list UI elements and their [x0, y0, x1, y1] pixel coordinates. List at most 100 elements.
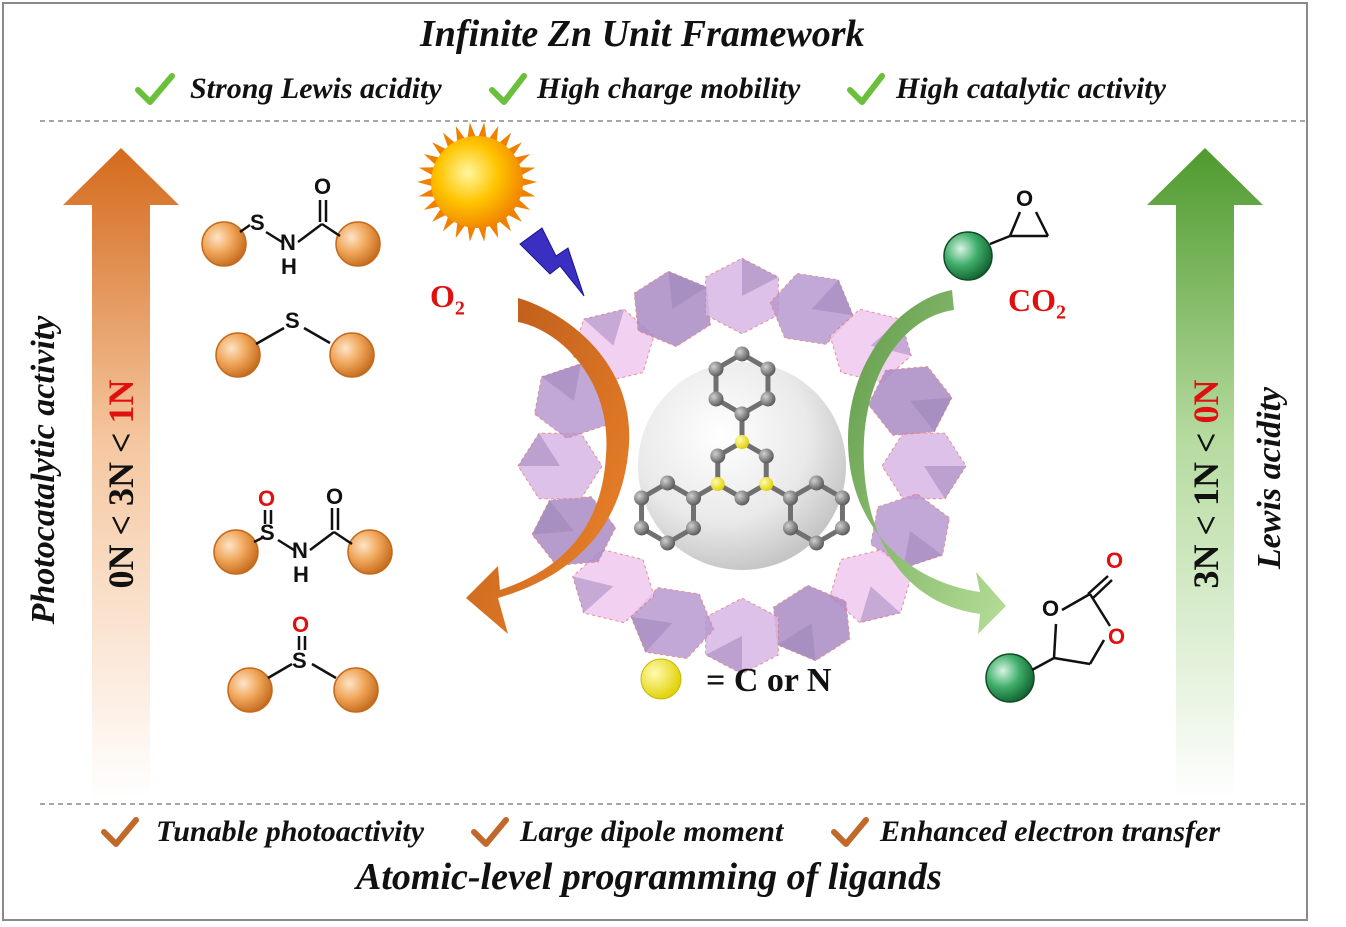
- header-check-icon-3: [847, 73, 885, 105]
- right-order-2: 1N: [1186, 462, 1226, 506]
- right-order-4: 0N: [1186, 379, 1226, 424]
- left-order-4: 1N: [101, 379, 141, 424]
- atom-carbon: [808, 535, 824, 551]
- header-check-icon-2: [489, 73, 527, 105]
- lightning-icon: [519, 227, 585, 297]
- atom-carbon: [834, 520, 850, 536]
- zn-polyhedron-facet: [630, 616, 673, 653]
- atom-carbon: [758, 448, 774, 464]
- sun-ray: [417, 177, 434, 187]
- sun-icon: [417, 122, 537, 242]
- sun-ray: [418, 188, 436, 197]
- atom-label-lig4-s: S: [292, 648, 307, 673]
- legend-text: = C or N: [706, 662, 832, 699]
- atom-carbon: [760, 391, 776, 407]
- atom-carbon: [634, 520, 650, 536]
- atom-carbon: [660, 535, 676, 551]
- epoxide-molecule: [943, 211, 1050, 281]
- header-feature-1: Strong Lewis acidity: [190, 72, 442, 105]
- zn-polyhedron-facet: [705, 636, 742, 674]
- cyclic-carbonate-molecule: [985, 575, 1113, 703]
- left-order-3: <: [101, 432, 141, 453]
- co2-sub: 2: [1056, 301, 1066, 324]
- triazine-ligand-model: [634, 346, 850, 551]
- sun-ray: [518, 188, 536, 197]
- zn-polyhedron-facet: [668, 271, 707, 309]
- atom-label-lig3-o1: O: [258, 486, 276, 511]
- zn-polyhedron-facet: [910, 397, 952, 432]
- left-axis-label: Photocatalytic activity: [25, 315, 62, 625]
- zn-polyhedron-facet: [541, 363, 581, 401]
- footer-check-icon-1: [101, 817, 139, 847]
- left-gradient-arrow: [63, 148, 179, 800]
- atom-carbon: [686, 490, 702, 506]
- right-order-0: 3N: [1186, 544, 1226, 589]
- left-order-2: 3N: [101, 462, 141, 506]
- left-axis-order: 0N < 3N < 1N: [100, 379, 142, 588]
- zn-polyhedron-facet: [811, 279, 854, 316]
- left-order-0: 0N: [101, 544, 141, 589]
- footer-feature-3: Enhanced electron transfer: [880, 815, 1221, 848]
- co2-label: CO2: [1008, 282, 1066, 324]
- header-feature-3: High catalytic activity: [896, 72, 1166, 105]
- ligand-sulfoxide: [227, 636, 379, 713]
- atom-c-or-n: [759, 477, 774, 491]
- header-feature-2: High charge mobility: [537, 72, 801, 105]
- atom-carbon: [782, 490, 798, 506]
- atom-carbon: [634, 490, 650, 506]
- atom-label-epox-o: O: [1016, 186, 1034, 211]
- atom-label-carb-o1: O: [1042, 596, 1060, 621]
- right-gradient-arrow: [1147, 148, 1263, 800]
- atom-carbon: [734, 346, 750, 362]
- right-margin: [1312, 0, 1346, 927]
- zn-polyhedron-facet: [583, 309, 625, 346]
- atom-label-lig1-o: O: [314, 174, 332, 199]
- zn-polyhedron-facet: [777, 623, 816, 661]
- right-axis-label: Lewis acidity: [1251, 386, 1288, 570]
- right-order-1: <: [1186, 515, 1226, 536]
- ligand-sulfinamide: [213, 508, 393, 575]
- atom-label-lig3-n: N: [292, 538, 308, 563]
- sun-ray: [477, 224, 487, 242]
- atom-carbon: [760, 361, 776, 377]
- zn-polyhedron-facet: [924, 466, 966, 499]
- legend-yellow-dot: [640, 658, 682, 700]
- atom-carbon: [734, 490, 750, 506]
- atom-label-lig3-o2: O: [326, 484, 344, 509]
- footer-check-icon-3: [831, 817, 869, 847]
- atom-label-lig2-s: S: [285, 308, 300, 333]
- header-check-icon-1: [135, 73, 175, 105]
- sun-ray: [467, 122, 477, 140]
- zn-polyhedron-facet: [859, 586, 901, 623]
- zn-polyhedron-facet: [518, 433, 560, 466]
- atom-label-lig1-n: N: [280, 230, 296, 255]
- footer-check-icon-2: [471, 817, 509, 847]
- atom-label-carb-o2: O: [1108, 624, 1126, 649]
- atom-label-carb-o3: O: [1106, 548, 1124, 573]
- footer-title: Atomic-level programming of ligands: [356, 856, 942, 898]
- atom-carbon: [734, 406, 750, 422]
- footer-feature-1: Tunable photoactivity: [156, 815, 425, 848]
- atom-carbon: [782, 520, 798, 536]
- right-order-3: <: [1186, 432, 1226, 453]
- atom-carbon: [834, 490, 850, 506]
- o2-main: O: [430, 278, 455, 314]
- o2-sub: 2: [454, 297, 465, 320]
- zn-polyhedron-facet: [572, 576, 614, 613]
- right-axis-order: 3N < 1N < 0N: [1185, 379, 1227, 588]
- atom-carbon: [708, 391, 724, 407]
- ligand-sulfenamide: [201, 200, 381, 267]
- atom-label-lig3-s: S: [260, 520, 275, 545]
- atom-carbon: [710, 448, 726, 464]
- atom-carbon: [686, 520, 702, 536]
- atom-label-lig4-o: O: [292, 612, 310, 637]
- atom-c-or-n: [735, 435, 749, 449]
- co2-main: CO: [1008, 282, 1056, 318]
- atom-label-lig1-s: S: [250, 210, 265, 235]
- atom-carbon: [660, 475, 676, 491]
- ligand-thioether: [215, 326, 375, 378]
- atom-label-lig1-h: H: [281, 254, 297, 279]
- atom-carbon: [708, 361, 724, 377]
- sun-ray: [467, 224, 477, 242]
